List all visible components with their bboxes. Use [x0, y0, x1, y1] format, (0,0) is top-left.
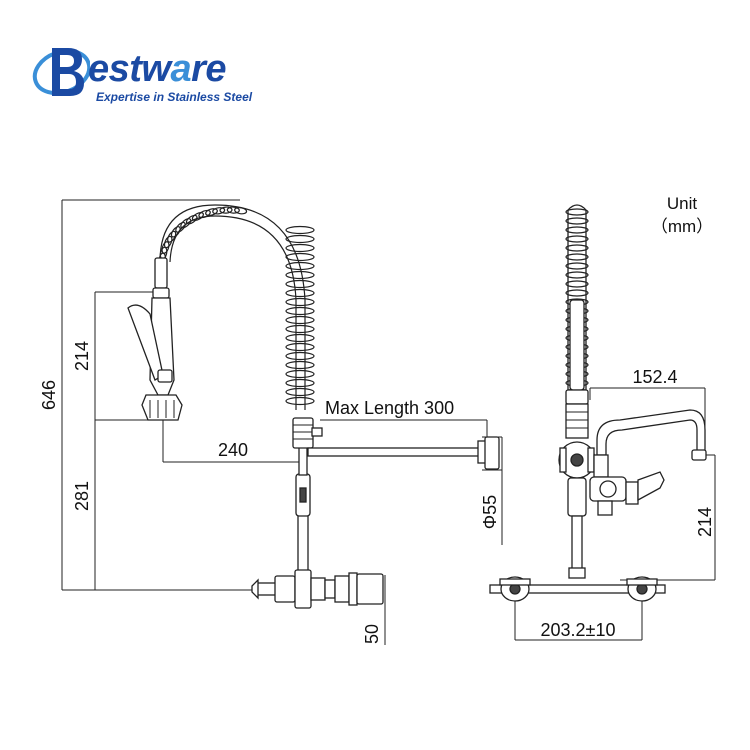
unit-label: Unit — [667, 194, 698, 213]
front-inlet-valve — [251, 569, 384, 609]
coil-ring — [565, 253, 589, 261]
dim-inlet-height: 50 — [362, 624, 382, 644]
coil-ring — [170, 226, 181, 238]
coil-ring — [285, 252, 315, 262]
coil-ring — [285, 225, 315, 235]
coil-ring — [565, 226, 589, 234]
coil-ring — [565, 235, 589, 243]
coil-ring — [219, 206, 233, 214]
coil-ring — [285, 288, 315, 298]
front-wall-arm — [307, 436, 500, 470]
coil-ring — [198, 209, 211, 219]
side-base-plate — [489, 576, 666, 602]
dim-spout-height: 214 — [695, 507, 715, 537]
coil-ring — [185, 214, 198, 225]
coil-ring — [285, 369, 315, 379]
coil-ring — [285, 324, 315, 334]
front-riser — [292, 417, 323, 578]
coil-ring — [285, 261, 315, 271]
unit-value: （mm） — [651, 217, 713, 236]
coil-ring — [167, 230, 177, 243]
coil-ring — [285, 315, 315, 325]
logo-wordmark: estware — [88, 48, 227, 90]
coil-ring — [285, 360, 315, 370]
front-coil-spring — [158, 204, 315, 410]
coil-ring — [175, 221, 186, 233]
dim-max-length: Max Length 300 — [325, 398, 454, 418]
front-dimension-labels: 646 214 281 240 Max Length 300 Φ55 50 — [39, 341, 500, 644]
coil-ring — [212, 207, 226, 215]
side-coil-spring — [565, 204, 589, 439]
coil-ring — [565, 244, 589, 252]
logo-swoosh-icon — [32, 48, 90, 96]
dim-flange-diameter: Φ55 — [480, 495, 500, 529]
coil-ring — [285, 351, 315, 361]
coil-ring — [285, 234, 315, 244]
coil-ring — [565, 217, 589, 225]
dim-spout-reach: 152.4 — [632, 367, 677, 387]
coil-ring — [234, 206, 248, 215]
coil-ring — [285, 387, 315, 397]
coil-ring — [180, 218, 192, 229]
coil-ring — [285, 342, 315, 352]
coil-ring — [285, 396, 315, 406]
coil-ring — [163, 235, 173, 249]
coil-ring — [565, 289, 589, 297]
coil-ring — [285, 243, 315, 253]
side-dimension-labels: 152.4 214 203.2±10 — [541, 367, 715, 640]
coil-ring — [565, 280, 589, 288]
coil-ring — [226, 206, 240, 214]
dim-spray-head-height: 214 — [72, 341, 92, 371]
unit-note: Unit （mm） — [651, 194, 713, 236]
side-swing-spout — [589, 409, 707, 516]
side-body — [558, 441, 596, 579]
logo-tagline: Expertise in Stainless Steel — [96, 90, 253, 104]
coil-ring — [191, 212, 204, 221]
front-spray-head — [127, 257, 183, 421]
coil-ring — [565, 262, 589, 270]
coil-ring — [285, 333, 315, 343]
coil-ring — [285, 306, 315, 316]
coil-ring — [285, 297, 315, 307]
brand-logo: estware Expertise in Stainless Steel — [30, 38, 280, 108]
dim-center-distance: 203.2±10 — [541, 620, 616, 640]
coil-ring — [285, 378, 315, 388]
dim-mount-height: 281 — [72, 481, 92, 511]
coil-ring — [565, 208, 589, 216]
coil-ring — [285, 270, 315, 280]
coil-ring — [205, 208, 218, 217]
dim-arm-reach: 240 — [218, 440, 248, 460]
coil-ring — [565, 271, 589, 279]
dim-total-height: 646 — [39, 380, 59, 410]
front-dimension-lines — [61, 199, 503, 645]
coil-ring — [285, 279, 315, 289]
coil-ring — [161, 241, 170, 254]
